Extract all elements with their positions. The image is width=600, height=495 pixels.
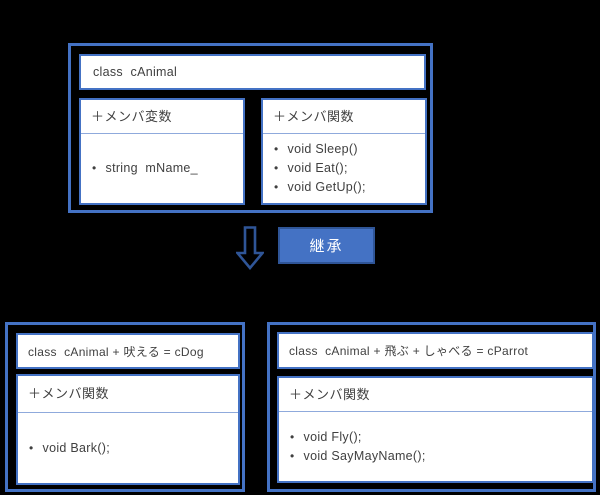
member-function: void Sleep() — [287, 142, 358, 156]
list-item: • void Sleep() — [274, 141, 425, 158]
parrot-class-title-box: class cAnimal + 飛ぶ + しゃべる = cParrot — [277, 332, 594, 369]
bullet-icon: • — [290, 448, 295, 463]
functions-section-title: ＋メンバ関数 — [279, 378, 592, 412]
bullet-icon: • — [274, 161, 279, 175]
list-item: • void Eat(); — [274, 160, 425, 177]
functions-list: • void Fly(); • void SayMayName(); — [279, 412, 592, 481]
dog-class-title-box: class cAnimal + 吠える = cDog — [16, 333, 240, 369]
bullet-icon: • — [290, 429, 295, 444]
parrot-class-box: class cAnimal + 飛ぶ + しゃべる = cParrot ＋メンバ… — [267, 322, 596, 492]
functions-list: • void Sleep() • void Eat(); • void GetU… — [263, 134, 425, 203]
bullet-icon: • — [29, 440, 34, 455]
member-function: void Bark(); — [42, 440, 111, 455]
member-function: void Eat(); — [287, 161, 348, 175]
list-item: • string mName_ — [92, 160, 243, 177]
variables-list: • string mName_ — [81, 134, 243, 203]
member-function: void SayMayName(); — [303, 448, 426, 463]
functions-section-title: ＋メンバ関数 — [18, 376, 238, 413]
inheritance-label: 継承 — [309, 238, 344, 255]
list-item: • void Bark(); — [29, 440, 238, 457]
base-class-title: class cAnimal — [93, 65, 178, 79]
list-item: • void Fly(); — [290, 429, 592, 446]
member-function: void Fly(); — [303, 429, 362, 444]
variables-section-title: ＋メンバ変数 — [81, 100, 243, 134]
functions-list: • void Bark(); — [18, 413, 238, 483]
functions-section-title: ＋メンバ関数 — [263, 100, 425, 134]
member-function: void GetUp(); — [287, 180, 366, 194]
base-class-box: class cAnimal ＋メンバ変数 • string mName_ ＋メン… — [68, 43, 433, 213]
dog-functions-box: ＋メンバ関数 • void Bark(); — [16, 374, 240, 485]
base-class-title-box: class cAnimal — [79, 54, 426, 90]
list-item: • void GetUp(); — [274, 179, 425, 196]
parrot-functions-box: ＋メンバ関数 • void Fly(); • void SayMayName()… — [277, 376, 594, 483]
parrot-class-title: class cAnimal + 飛ぶ + しゃべる = cParrot — [289, 344, 529, 358]
dog-class-title: class cAnimal + 吠える = cDog — [28, 344, 204, 359]
down-arrow-icon — [236, 226, 264, 270]
bullet-icon: • — [274, 142, 279, 156]
dog-class-box: class cAnimal + 吠える = cDog ＋メンバ関数 • void… — [5, 322, 245, 492]
list-item: • void SayMayName(); — [290, 448, 592, 465]
bullet-icon: • — [92, 161, 97, 175]
inheritance-badge: 継承 — [278, 227, 375, 264]
member-variable: string mName_ — [105, 161, 198, 175]
base-functions-box: ＋メンバ関数 • void Sleep() • void Eat(); • vo… — [261, 98, 427, 205]
base-variables-box: ＋メンバ変数 • string mName_ — [79, 98, 245, 205]
bullet-icon: • — [274, 180, 279, 194]
